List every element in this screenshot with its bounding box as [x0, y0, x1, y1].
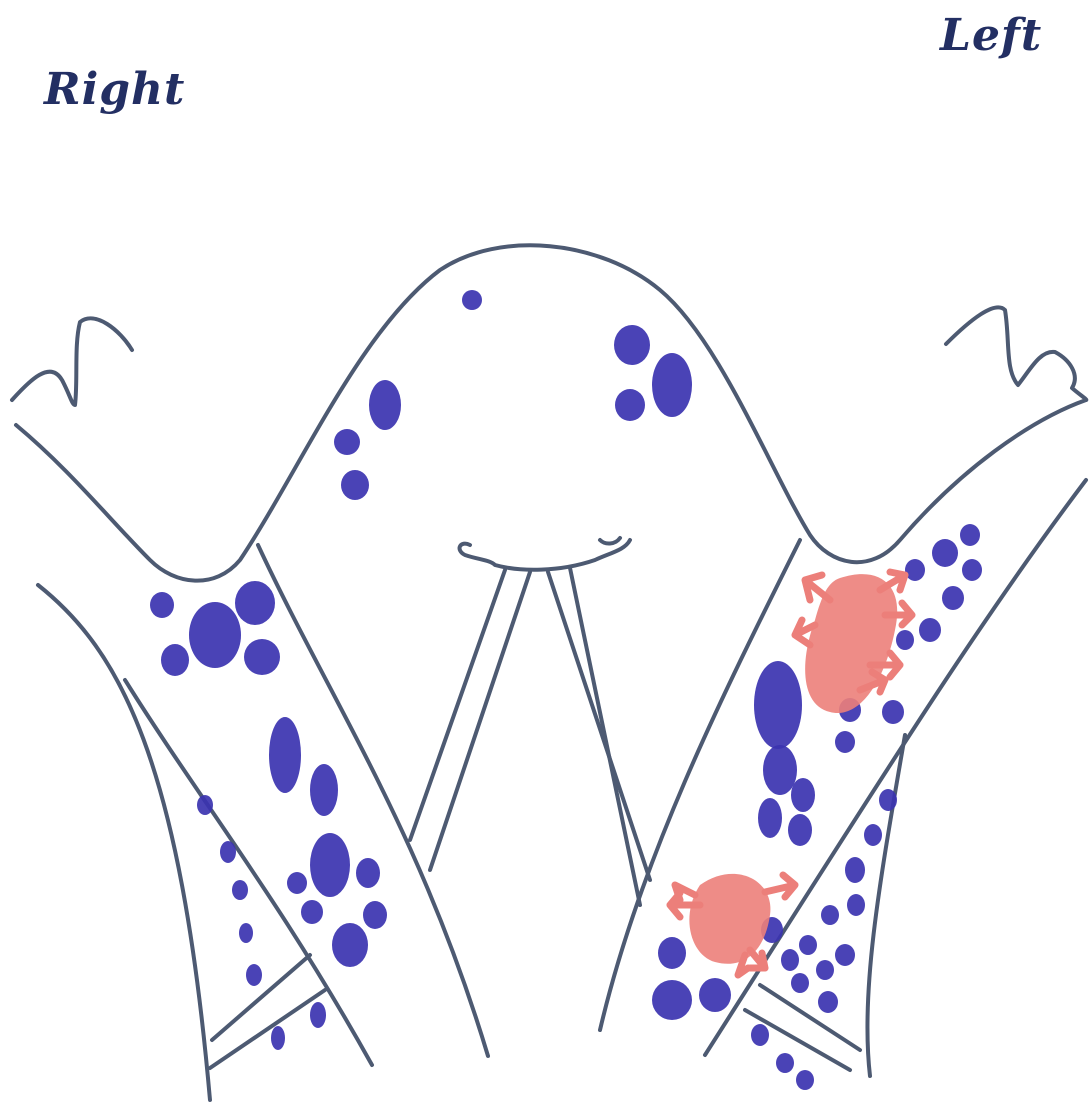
lymph-node	[363, 901, 387, 929]
lymph-node	[301, 900, 323, 924]
spread-arrow	[805, 575, 830, 600]
lymph-node	[334, 429, 360, 455]
lymph-node	[932, 539, 958, 567]
lymph-node	[919, 618, 941, 642]
lymph-node	[244, 639, 280, 675]
lymph-node	[462, 290, 482, 310]
lymph-node	[310, 1002, 326, 1028]
lymph-node	[776, 1053, 794, 1073]
lymph-node	[341, 470, 369, 500]
lymph-node	[835, 944, 855, 966]
lymph-node	[942, 586, 964, 610]
lymph-node	[369, 380, 401, 430]
lymph-node	[220, 841, 236, 863]
lymph-node	[796, 1070, 814, 1090]
lymph-node	[896, 630, 914, 650]
lymph-node	[821, 905, 839, 925]
lymph-node	[882, 700, 904, 724]
lymph-node	[816, 960, 834, 980]
trachea-strand-2	[430, 572, 530, 870]
lymph-node	[271, 1026, 285, 1050]
spread-arrow	[750, 950, 765, 968]
chin-outline-inner	[600, 538, 620, 544]
lymph-node	[835, 731, 855, 753]
lymph-node	[189, 602, 241, 668]
lymph-node	[614, 325, 650, 365]
lymph-node	[332, 923, 368, 967]
spread-arrow	[675, 885, 695, 900]
lymph-node	[161, 644, 189, 676]
lymph-node	[287, 872, 307, 894]
lymph-node	[960, 524, 980, 546]
lymph-node	[763, 745, 797, 795]
left-crossbar-1	[760, 985, 860, 1050]
trachea-strand-1	[410, 570, 505, 840]
lymph-node	[652, 353, 692, 417]
lymph-node	[658, 937, 686, 969]
trachea-strand-4	[570, 568, 640, 905]
lymph-node	[791, 973, 809, 993]
lymph-node	[615, 389, 645, 421]
right-crossbar-1	[212, 955, 310, 1040]
lymph-node	[847, 894, 865, 916]
lymph-node	[791, 778, 815, 812]
lymph-node	[788, 814, 812, 846]
lymph-node	[781, 949, 799, 971]
lymph-node	[150, 592, 174, 618]
lymph-node	[751, 1024, 769, 1046]
lymph-node	[818, 991, 838, 1013]
lymph-node	[845, 857, 865, 883]
lymph-node	[879, 789, 897, 811]
left-ear-outline	[946, 307, 1086, 400]
lymph-node	[652, 980, 692, 1020]
trachea-strand-3	[548, 572, 650, 880]
lymph-node	[758, 798, 782, 838]
lymph-node	[699, 978, 731, 1012]
lymph-node	[864, 824, 882, 846]
spread-arrow	[765, 875, 795, 897]
right-ear-outline	[12, 318, 132, 405]
lymph-node	[754, 661, 802, 749]
lymph-node	[310, 764, 338, 816]
tumour-blob	[689, 874, 770, 964]
lymph-node	[269, 717, 301, 793]
lymph-node	[235, 581, 275, 625]
lymph-node	[310, 833, 350, 897]
left-channel-3	[867, 735, 905, 1076]
tumour-upper-left	[795, 572, 912, 713]
lymph-node	[246, 964, 262, 986]
lymph-node	[356, 858, 380, 888]
lymph-node	[239, 923, 253, 943]
lymph-node	[232, 880, 248, 900]
lymph-node	[905, 559, 925, 581]
head-outline	[16, 245, 1086, 580]
lymph-node	[799, 935, 817, 955]
lymph-node	[197, 795, 213, 815]
lymph-node	[962, 559, 982, 581]
